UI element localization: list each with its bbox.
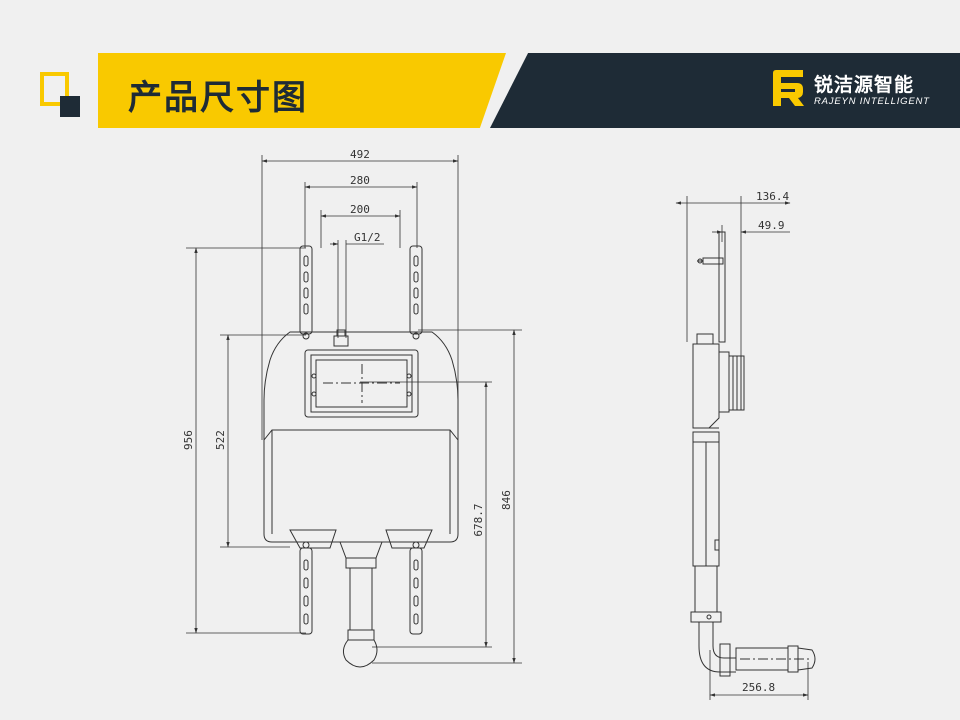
front-inspection-window xyxy=(304,349,419,418)
brand-name-en: RAJEYN INTELLIGENT xyxy=(814,96,930,107)
side-mounting-plate xyxy=(697,231,726,343)
front-bottom-brackets xyxy=(289,529,433,549)
side-bottom-dimension xyxy=(709,650,809,700)
dim-label-height-outlet: 678.7 xyxy=(472,503,485,536)
side-outlet-elbow xyxy=(698,643,816,677)
front-bottom-rails xyxy=(299,547,423,635)
dim-label-depth-total: 136.4 xyxy=(756,190,789,203)
front-outlet-pipe xyxy=(339,541,383,668)
dim-label-width-inner: 200 xyxy=(350,203,370,216)
page-title: 产品尺寸图 xyxy=(128,78,308,118)
front-tank-body xyxy=(263,329,459,543)
side-column xyxy=(690,431,722,646)
title-banner xyxy=(98,53,506,128)
dim-label-pipe-offset: 256.8 xyxy=(742,681,775,694)
dim-label-width-total: 492 xyxy=(350,148,370,161)
side-top-dimensions xyxy=(675,196,791,356)
brand-banner xyxy=(490,53,960,128)
side-view xyxy=(675,196,816,700)
side-tank-body xyxy=(692,333,745,429)
dim-label-height-frame: 846 xyxy=(500,490,513,510)
brand-name-cn: 锐洁源智能 xyxy=(814,74,915,96)
brand-logo: 锐洁源智能 RAJEYN INTELLIGENT xyxy=(770,68,940,112)
dim-label-width-frame: 280 xyxy=(350,174,370,187)
dim-label-depth-plate: 49.9 xyxy=(758,219,785,232)
dim-label-height-total: 956 xyxy=(182,430,195,450)
dim-label-height-box: 522 xyxy=(214,430,227,450)
front-top-rails xyxy=(299,245,423,335)
front-left-dimensions xyxy=(186,247,306,634)
logo-r-icon xyxy=(773,70,804,106)
front-view xyxy=(186,155,522,668)
front-top-dimensions xyxy=(261,155,459,440)
corner-block xyxy=(60,96,80,117)
corner-outline xyxy=(40,72,69,106)
front-right-dimensions xyxy=(360,329,522,664)
dim-label-pipe-thread: G1/2 xyxy=(354,231,381,244)
corner-decoration-icon xyxy=(40,72,80,117)
